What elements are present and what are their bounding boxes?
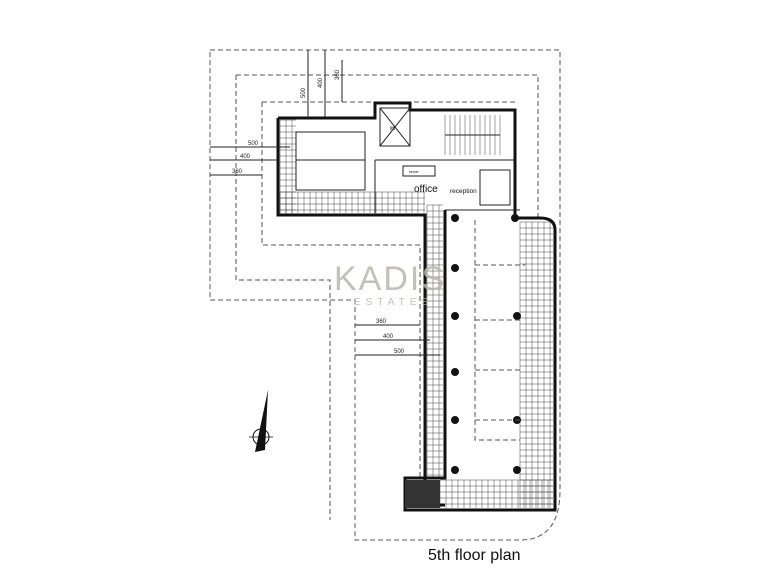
inner-setback-line [261,101,515,505]
dim-left-400: 400 [240,154,251,160]
dim-mid-500: 500 [394,349,405,355]
room-label-server: server [409,170,420,174]
column [451,368,459,376]
column [511,214,519,222]
columns [451,214,521,474]
lift-shaft [379,107,411,147]
column [451,416,459,424]
plan-title: 5th floor plan [428,547,521,564]
dim-top-360: 360 [335,69,341,80]
column [451,312,459,320]
room-label-lift: lift [390,126,396,132]
outer-setback-line [209,49,561,541]
column [451,214,459,222]
dim-left-360: 360 [232,169,243,175]
watermark-sub: ESTATES [354,297,433,308]
terrace-tiles [279,119,553,508]
dim-mid-360: 360 [376,319,387,325]
room-label-reception: reception [450,188,477,195]
dim-mid-400: 400 [383,334,394,340]
column [513,312,521,320]
hall-partitions [474,220,525,441]
planter [405,480,440,508]
column [513,466,521,474]
middle-setback-line [235,74,539,520]
dim-left-500: 500 [248,141,259,147]
column [451,466,459,474]
stairs [444,115,501,155]
server-rack [402,165,436,177]
dimension-lines [210,50,440,356]
room-label-office: office [414,184,438,195]
dim-top-400: 400 [318,77,324,88]
column [451,264,459,272]
wc-partition [295,131,520,215]
dim-top-500: 500 [301,87,307,98]
north-arrow-icon [249,390,273,452]
lift-cross [379,107,411,147]
watermark-brand: KADIS [334,260,446,298]
reception-desk [479,169,511,206]
